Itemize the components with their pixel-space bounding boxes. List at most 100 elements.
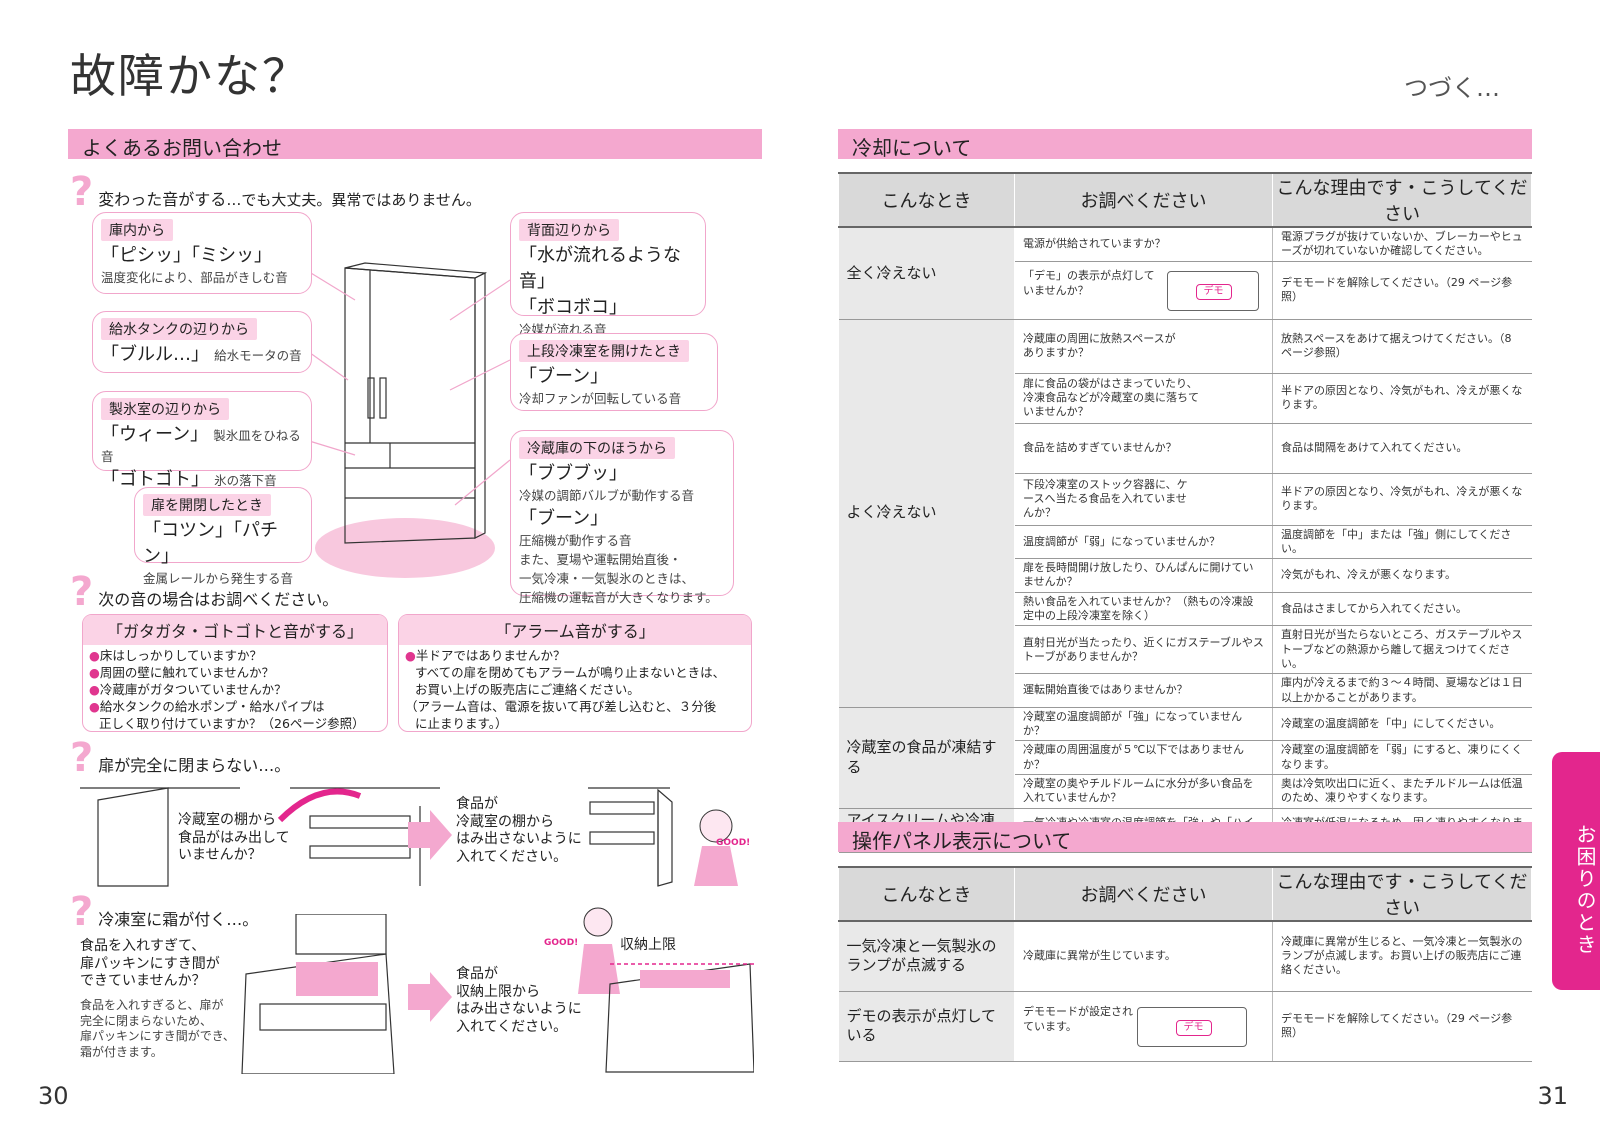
check-cell: 冷蔵庫の周囲に放熱スペースがありますか？ [1014,319,1273,374]
demo-label: デモ [1175,1019,1212,1036]
fix-cell: デモモードを解除してください。（29 ページ参照） [1272,991,1532,1062]
table-row: よく冷えない 冷蔵庫の周囲に放熱スペースがありますか？ 放熱スペースをあけて据え… [838,319,1532,708]
when-cell: 全く冷えない [838,227,1015,320]
col-header-fix: こんな理由です・こうしてください [1272,866,1532,922]
sounds-ok-heading: ? 変わった音がする…でも大丈夫。異常ではありません。 [70,172,481,212]
fix-cell: 庫内が冷えるまで約３～４時間、夏場などは１日以上かかることがあります。 [1272,673,1532,708]
frost-fix-line: 収納上限から [456,983,540,1000]
frost-note-line: 霜が付きます。 [80,1044,163,1059]
when-cell: デモの表示が点灯している [838,991,1015,1062]
bubble-sound: 「ゴトゴト」 [101,469,209,490]
bubble-bottom: 冷蔵庫の下のほうから 「ブブブッ」 冷媒の調節バルブが動作する音 「ブーン」 圧… [510,430,734,605]
fix-cell: 放熱スペースをあけて据えつけてください。（8 ページ参照） [1272,319,1532,374]
question-icon: ? [70,569,94,615]
bubble-note: 圧縮機が動作する音 [519,533,632,548]
bubble-tag: 扉を開閉したとき [143,494,271,516]
rattle-box: 「ガタガタ・ゴトゴトと音がする」 ●床はしっかりしていますか？ ●周囲の壁に触れ… [82,614,388,732]
alarm-item: お買い上げの販売店にご連絡ください。 [415,681,640,697]
alarm-item: に止まります。） [415,715,508,731]
fix-cell: 冷蔵室の温度調節を「中」にしてください。 [1272,707,1532,742]
check-cell: 直射日光が当たったり、近くにガステーブルやストーブがありませんか？ [1014,625,1273,675]
bubble-sound: 「ウィーン」 [101,424,209,445]
fix-cell: 食品は間隔をあけて入れてください。 [1272,423,1532,474]
fix-cell: 半ドアの原因となり、冷気がもれ、冷えが悪くなります。 [1272,473,1532,526]
alarm-item: （アラーム音は、電源を抜いて再び差し込むと、３分後 [405,698,717,714]
bubble-note: 圧縮機の運転音が大きくなります。 [519,590,718,605]
frost-cause: 食品を入れすぎて、 扉パッキンにすき間が できていませんか？ [80,938,220,991]
check-text: 扉に食品の袋がはさまっていたり、冷凍食品などが冷蔵室の奥に落ちていませんか？ [1023,376,1199,419]
bubble-sound: 「ピシッ」「ミシッ」 [101,245,272,266]
door-fix-line: 食品が [456,796,498,812]
frost-fix: 食品が 収納上限から はみ出さないように 入れてください。 [456,966,582,1036]
door-cause-line: いませんか？ [178,847,262,863]
sounds-ok-head: 変わった音がする [98,190,227,209]
demo-display-icon: デモ [1166,270,1259,311]
fix-cell: 半ドアの原因となり、冷気がもれ、冷えが悪くなります。 [1272,373,1532,424]
table-row: デモの表示が点灯している デモモードが設定されています。 デモ デモモードを解除… [838,991,1532,1062]
frost-fix-line: 入れてください。 [456,1018,568,1035]
fix-cell: 直射日光が当たらないところ、ガステーブルやストーブなどの熱源から離して据えつけて… [1272,625,1532,675]
bubble-freezer-open: 上段冷凍室を開けたとき 「ブーン」 冷却ファンが回転している音 [510,333,718,411]
check-cell: 冷蔵庫の周囲温度が５℃以下ではありませんか？ [1014,740,1273,776]
door-fix-line: はみ出さないように [456,831,582,847]
door-cause: 冷蔵室の棚から 食品がはみ出して いませんか？ [178,812,290,865]
bubble-tag: 製氷室の辺りから [101,398,229,420]
fix-cell: 冷蔵庫に異常が生じると、一気冷凍と一気製氷のランプが点滅します。お買い上げの販売… [1272,921,1532,992]
rattle-item: 給水タンクの給水ポンプ・給水パイプは [99,698,325,714]
cooling-table: こんなとき お調べください こんな理由です・こうしてください 全く冷えない 電源… [838,172,1532,853]
question-icon: ? [70,735,94,781]
bubble-ice-maker: 製氷室の辺りから 「ウィーン」 製氷皿をひねる音 「ゴトゴト」 氷の落下音 [92,391,312,490]
frost-fix-line: はみ出さないように [456,1001,582,1017]
bubble-back: 背面辺りから 「水が流れるような音」 「ボコボコ」 冷媒が流れる音 [510,212,706,337]
bubble-sound: 「コツン」「パチン」 [143,520,278,567]
faq-section-title: よくあるお問い合わせ [68,129,762,160]
sounds-ok-tail: …でも大丈夫。異常ではありません。 [226,191,481,209]
bubble-sound: 「水が流れるような音」 [519,245,681,292]
frost-fix-line: 食品が [456,966,498,982]
alarm-box-title: 「アラーム音がする」 [399,615,751,645]
rattle-item: 正しく取り付けていますか？（26ページ参照） [99,715,365,731]
bubble-tag: 冷蔵庫の下のほうから [519,437,675,459]
fix-cell: 電源プラグが抜けていないか、ブレーカーやヒューズが切れていないか確認してください… [1272,227,1532,262]
check-sound-text: 次の音の場合はお調べください。 [98,590,339,609]
bubble-note: 金属レールから発生する音 [143,571,294,586]
bubble-sound: 「ブルル…」 [101,344,209,365]
check-cell: 温度調節が「弱」になっていませんか？ [1014,525,1273,560]
bubble-note: 冷媒の調節バルブが動作する音 [519,488,695,503]
check-cell: 冷蔵庫に異常が生じています。 [1014,921,1273,992]
good-label: GOOD! [544,938,579,948]
check-text: 「デモ」の表示が点灯していませんか？ [1023,269,1155,297]
table-row: 扉を長時間開け放したり、ひんぱんに開けていませんか？ 冷気がもれ、冷えが悪くなり… [839,558,1532,593]
freezer-overfilled-illustration [241,914,395,1074]
bubble-tag: 給水タンクの辺りから [101,318,257,340]
door-heading: ? 扉が完全に閉まらない…。 [70,738,290,778]
check-text: デモモードが設定されています。 [1023,1005,1133,1033]
rattle-item: 床はしっかりしていますか？ [99,648,263,663]
check-cell: 冷蔵室の奥やチルドルームに水分が多い食品を入れていませんか？ [1014,774,1273,809]
bubble-note: また、夏場や運転開始直後・ [519,552,682,567]
bubble-water-tank: 給水タンクの辺りから 「ブルル…」 給水モータの音 [92,311,312,373]
table-row: 冷蔵庫の周囲温度が５℃以下ではありませんか？ 冷蔵室の温度調節を「弱」にすると、… [839,740,1532,776]
table-row: 熱い食品を入れていませんか？（熱もの冷凍設定中の上段冷凍室を除く） 食品はさまし… [839,592,1532,627]
storage-limit-label: 収納上限 [620,937,676,953]
bubble-inside: 庫内から 「ピシッ」「ミシッ」 温度変化により、部品がきしむ音 [92,212,312,294]
side-tab-troubleshooting[interactable]: お困りのとき [1552,752,1600,990]
frost-note-line: 食品を入れすぎると、扉が [80,998,224,1012]
page-number-left: 30 [38,1082,69,1110]
door-question: 扉が完全に閉まらない…。 [98,756,291,775]
arrow-right-icon [408,810,452,860]
check-cell: 下段冷凍室のストック容器に、ケースへ当たる食品を入れていませんか？ [1014,473,1273,526]
bubble-sound: 「ブーン」 [519,366,609,387]
col-header-check: お調べください [1014,172,1273,228]
alarm-box: 「アラーム音がする」 ●半ドアではありませんか？ すべての扉を閉めてもアラームが… [398,614,752,732]
leader-lines [305,269,511,506]
demo-label: デモ [1195,283,1232,300]
bubble-note: 氷の落下音 [214,473,277,488]
bubble-note: 温度変化により、部品がきしむ音 [101,270,288,285]
door-shelf-illustration [80,787,440,887]
freezer-good-illustration [578,907,754,1073]
check-sound-heading: ? 次の音の場合はお調べください。 [70,572,338,612]
when-cell: よく冷えない [838,319,1015,708]
panel-table: こんなとき お調べください こんな理由です・こうしてください 一気冷凍と一気製氷… [838,866,1532,1062]
bubble-note: 冷却ファンが回転している音 [519,391,682,406]
